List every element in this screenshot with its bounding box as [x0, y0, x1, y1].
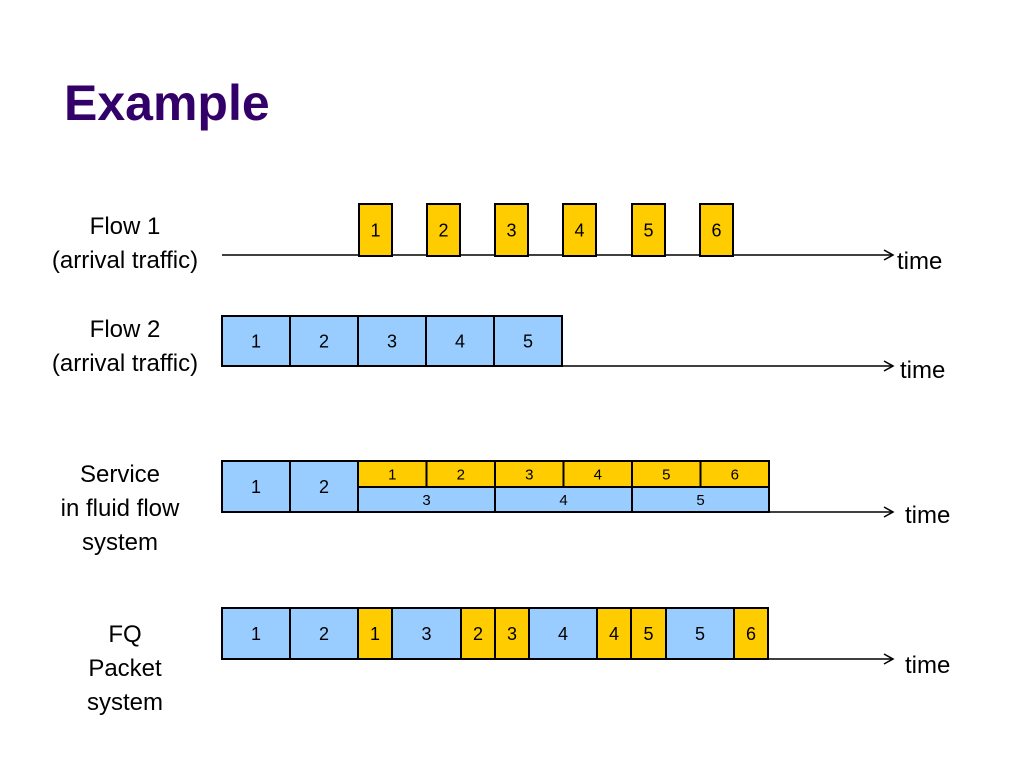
fluid-time-axis-arrowhead — [883, 506, 895, 518]
flow1-packet-label: 3 — [506, 220, 516, 240]
fluid-flow1-share — [562, 460, 633, 488]
fluid-flow1-share-label: 1 — [388, 466, 396, 483]
flow1-packet-label: 2 — [438, 220, 448, 240]
flow2-packet — [289, 315, 359, 367]
flow1-label: Flow 1 (arrival traffic) — [20, 210, 230, 278]
fq-packet-label: 3 — [421, 624, 431, 644]
fluid-flow2-share — [494, 486, 633, 513]
fq-packet-label: 4 — [609, 624, 619, 644]
fq-packet-label: 4 — [558, 624, 568, 644]
flow2-packet-label: 2 — [319, 331, 329, 351]
fluid-system-label: Service in fluid flow system — [20, 458, 220, 560]
flow1-packet-label: 4 — [574, 220, 584, 240]
fluid-system-label-line: system — [81, 529, 158, 556]
fq-packet-label: 1 — [251, 624, 261, 644]
flow2-time-axis-arrowhead — [883, 360, 895, 372]
fq-packet — [494, 607, 530, 660]
flow1-label-line: Flow 1 — [89, 213, 161, 240]
fluid-flow1-share-label: 3 — [525, 466, 533, 483]
flow2-packet-label: 3 — [387, 331, 397, 351]
fluid-system-label-line: in fluid flow — [60, 495, 180, 522]
flow2-packet — [221, 315, 291, 367]
fluid-flow2-packet — [221, 460, 291, 513]
fluid-system-label-line: Service — [79, 461, 161, 488]
flow2-packet — [357, 315, 427, 367]
flow1-packet — [699, 203, 734, 257]
fluid-flow1-share-label: 2 — [457, 466, 465, 483]
fq-packet-label: 1 — [370, 624, 380, 644]
fluid-flow2-share-label: 4 — [559, 492, 567, 509]
flow1-packet-label: 1 — [370, 220, 380, 240]
fq-packet — [733, 607, 769, 660]
fq-packet-label: 5 — [643, 624, 653, 644]
flow2-packet-label: 5 — [523, 331, 533, 351]
flow2-label-line: Flow 2 — [89, 316, 161, 343]
fluid-flow1-share-label: 6 — [731, 466, 739, 483]
flow1-packet — [494, 203, 529, 257]
flow2-packet-label: 1 — [251, 331, 261, 351]
fq-packet — [357, 607, 393, 660]
fluid-flow2-share-label: 5 — [696, 492, 704, 509]
flow2-packet-label: 4 — [455, 331, 465, 351]
fq-system-label-line: FQ — [108, 621, 142, 648]
fluid-flow2-share — [631, 486, 770, 513]
flow2-label-line: (arrival traffic) — [51, 350, 199, 377]
fq-packet-label: 2 — [319, 624, 329, 644]
fq-packet — [289, 607, 359, 660]
fluid-flow2-share — [357, 486, 496, 513]
flow1-packet — [358, 203, 393, 257]
fluid-flow2-packet-label: 2 — [319, 477, 329, 497]
fq-packet — [221, 607, 291, 660]
fq-time-axis-arrowhead — [883, 653, 895, 665]
fluid-flow2-packet-label: 1 — [251, 477, 261, 497]
flow1-label-line: (arrival traffic) — [51, 247, 199, 274]
flow2-label: Flow 2 (arrival traffic) — [20, 313, 230, 381]
flow1-packet — [562, 203, 597, 257]
fq-packet-label: 6 — [746, 624, 756, 644]
flow1-packet-label: 6 — [711, 220, 721, 240]
flow2-packet — [425, 315, 495, 367]
fq-packet — [391, 607, 462, 660]
slide-title: Example — [64, 75, 270, 131]
fq-packet-label: 2 — [473, 624, 483, 644]
flow2-packet — [493, 315, 563, 367]
fq-system-label-line: system — [86, 689, 163, 716]
flow1-time-axis-arrowhead — [883, 249, 895, 261]
fq-system-label: FQ Packet system — [40, 618, 210, 720]
flow1-packet — [426, 203, 461, 257]
fluid-flow1-share — [699, 460, 770, 488]
flow1-packet-label: 5 — [643, 220, 653, 240]
fluid-time-label: time — [905, 502, 951, 529]
flow1-packet — [631, 203, 666, 257]
fq-packet-label: 3 — [507, 624, 517, 644]
fluid-flow2-share-label: 3 — [422, 492, 430, 509]
fq-system-label-line: Packet — [88, 655, 162, 682]
flow2-time-label: time — [900, 357, 946, 384]
flow1-time-label: time — [897, 248, 943, 275]
fluid-flow1-share-label: 5 — [662, 466, 670, 483]
fluid-flow1-share-label: 4 — [594, 466, 602, 483]
fq-time-label: time — [905, 652, 951, 679]
fq-packet-label: 5 — [695, 624, 705, 644]
